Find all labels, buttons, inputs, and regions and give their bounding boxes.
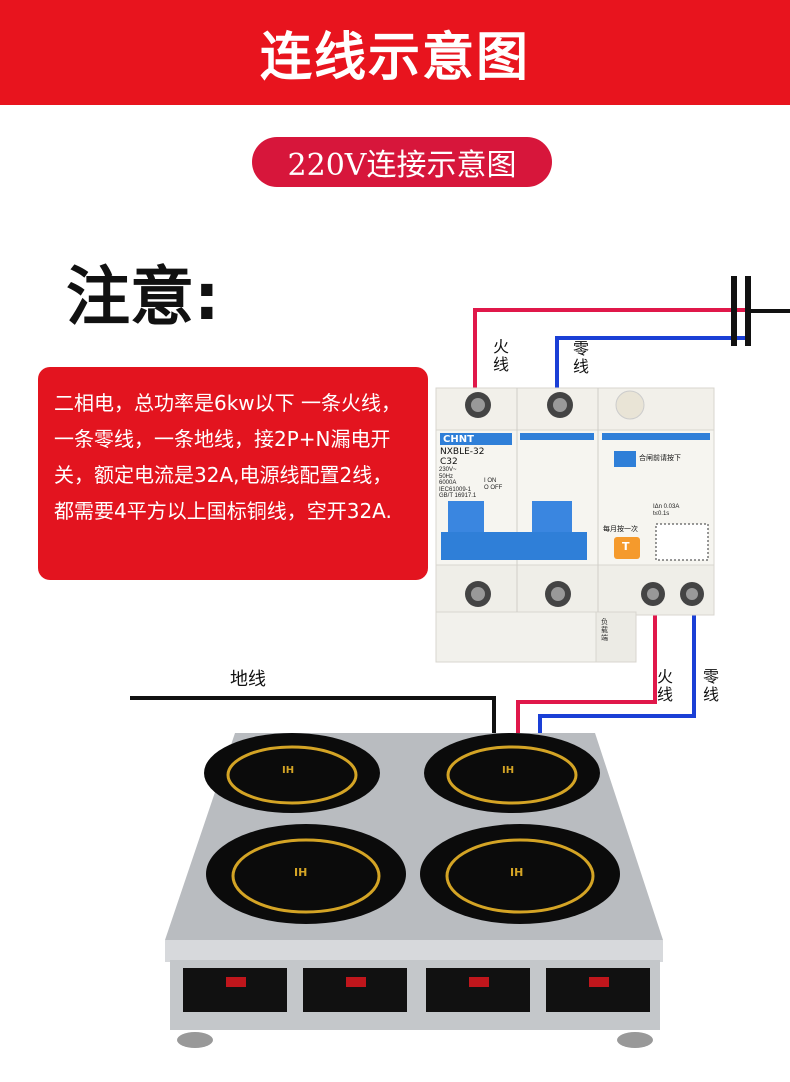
- breaker-rating: C32: [440, 457, 458, 467]
- breaker-specs: 230V~ 50Hz 6000A IEC61009-1 GB/T 16917.1: [439, 467, 476, 500]
- note-text: 二相电，总功率是6kw以下 一条火线，一条零线，一条地线，接2P+N漏电开关，额…: [54, 391, 402, 523]
- ground-label: 地线: [230, 669, 266, 690]
- burner-label: IH: [510, 866, 524, 879]
- breaker-spec-capacity: 6000A: [439, 480, 457, 486]
- live-wire-top: [473, 308, 745, 398]
- control-panels: [183, 968, 650, 1012]
- test-button: T: [622, 540, 630, 553]
- breaker-on-off: I ON O OFF: [484, 478, 502, 491]
- breaker-label: NXBLE-32 C32: [440, 447, 484, 467]
- note-box: 二相电，总功率是6kw以下 一条火线，一条零线，一条地线，接2P+N漏电开关，额…: [38, 367, 428, 580]
- neutral-wire-bottom: [538, 612, 696, 735]
- breaker-trip-time: t≤0.1s: [653, 510, 670, 517]
- neutral-label-top: 零线: [572, 339, 589, 376]
- breaker-model: NXBLE-32: [440, 447, 485, 457]
- breaker-load-side: 负载端: [601, 618, 608, 642]
- burner-label: IH: [294, 866, 308, 879]
- page-title: 连线示意图: [259, 28, 530, 88]
- ground-wire: [130, 696, 496, 735]
- burner-label: IH: [502, 765, 515, 776]
- breaker-on-label: I ON: [484, 478, 497, 484]
- breaker-spec-voltage: 230V~: [439, 467, 457, 473]
- breaker-residual: IΔn 0.03A t≤0.1s: [653, 504, 679, 517]
- live-wire-bottom: [516, 612, 657, 735]
- breaker-spec-standard-gb: GB/T 16917.1: [439, 493, 477, 499]
- breaker: [435, 387, 715, 663]
- breaker-residual-current: IΔn 0.03A: [653, 504, 680, 510]
- live-label-bottom: 火线: [656, 667, 673, 704]
- note-heading: 注意:: [66, 261, 220, 335]
- subtitle-pill: 220V连接示意图: [252, 137, 552, 187]
- breaker-spec-standard-iec: IEC61009-1: [439, 486, 472, 493]
- breaker-spec-frequency: 50Hz: [439, 473, 454, 480]
- neutral-wire-top: [555, 336, 745, 398]
- power-source-icon: [731, 276, 790, 346]
- neutral-label-bottom: 零线: [702, 667, 719, 704]
- breaker-press-note: 合闸前请按下: [639, 454, 681, 462]
- breaker-off-label: O OFF: [484, 484, 503, 491]
- induction-cooktop: [165, 733, 663, 1048]
- header-banner: 连线示意图: [0, 0, 790, 105]
- breaker-brand: CHNT: [443, 434, 474, 445]
- live-label-top: 火线: [492, 337, 509, 374]
- burner-label: IH: [282, 765, 295, 776]
- breaker-monthly: 每月按一次: [603, 525, 638, 533]
